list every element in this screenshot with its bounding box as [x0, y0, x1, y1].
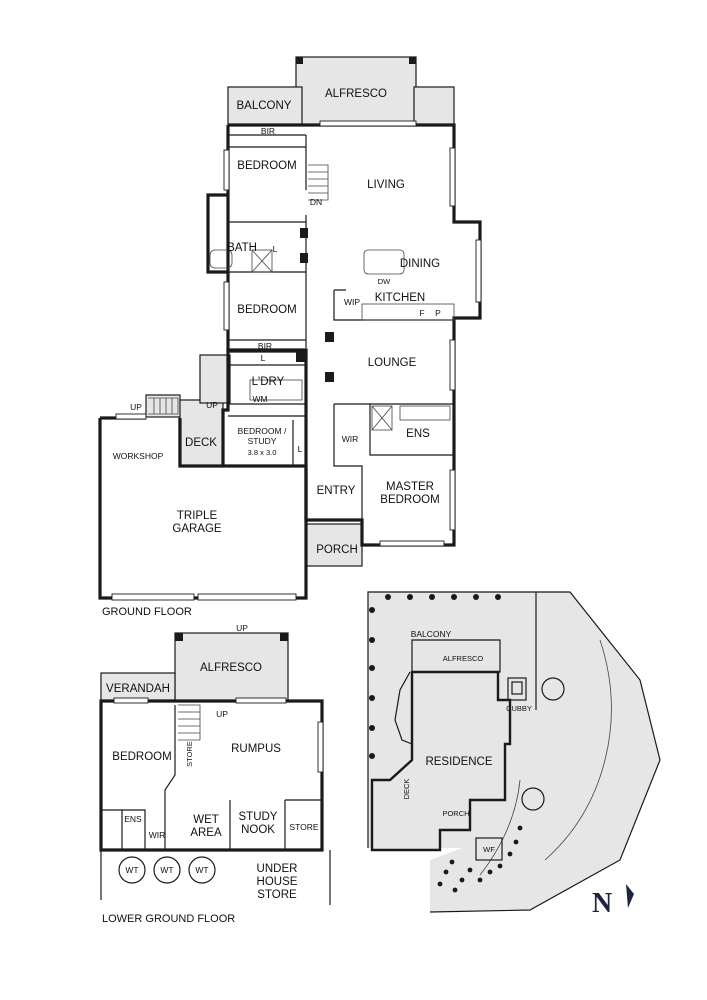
lower-floor-title: LOWER GROUND FLOOR	[102, 913, 235, 925]
site-balcony-label: BALCONY	[411, 629, 452, 639]
lower-up-stair-label: UP	[216, 709, 228, 719]
ground-bath-l-label: L	[273, 244, 278, 254]
lower-wet-label-1: WET	[193, 814, 219, 826]
alfresco-area	[295, 56, 417, 126]
lower-under-label-3: STORE	[257, 889, 297, 901]
site-cubby-label: CUBBY	[506, 704, 532, 713]
porch-area	[305, 523, 363, 567]
ground-bath-label: BATH	[227, 242, 257, 254]
ground-porch-label: PORCH	[316, 544, 358, 556]
ground-dw-label: DW	[378, 277, 391, 286]
lower-study-label-1: STUDY	[239, 811, 278, 823]
ground-laundry-label: L'DRY	[252, 376, 285, 388]
ground-kitchen-label: KITCHEN	[375, 292, 425, 304]
ground-study-size: 3.8 x 3.0	[248, 448, 277, 457]
ground-floor-plan: ALFRESCO BALCONY BIR BEDROOM LIVING DN B…	[98, 56, 482, 618]
ground-workshop-label: WORKSHOP	[113, 451, 164, 461]
site-plan: BALCONY ALFRESCO CUBBY RESIDENCE DECK PO…	[367, 591, 661, 913]
site-deck-label: DECK	[402, 779, 411, 800]
ground-entry-label: ENTRY	[317, 485, 356, 497]
lower-ens-label: ENS	[124, 814, 142, 824]
ground-p-label: P	[435, 308, 441, 318]
ground-wip-label: WIP	[344, 297, 360, 307]
lower-under-label-1: UNDER	[257, 863, 298, 875]
north-compass: N	[592, 884, 634, 919]
lower-up-top-label: UP	[236, 623, 248, 633]
ground-alfresco-label: ALFRESCO	[325, 88, 387, 100]
ground-bir-l-label: L	[261, 353, 266, 363]
lower-wt-label-1: WT	[125, 865, 138, 875]
lower-bedroom-label: BEDROOM	[112, 751, 171, 763]
ground-bedroom-mid-label: BEDROOM	[237, 304, 296, 316]
site-residence-label: RESIDENCE	[425, 756, 492, 768]
ground-study-l-label: L	[298, 444, 303, 454]
site-alfresco-label: ALFRESCO	[443, 654, 484, 663]
lower-ground-floor-plan: UP ALFRESCO VERANDAH UP BEDROOM STORE RU…	[99, 623, 331, 925]
ground-f-label: F	[419, 308, 424, 318]
lower-store-stair-label: STORE	[185, 741, 194, 767]
lower-verandah-label: VERANDAH	[106, 683, 170, 695]
ground-study-label-2: STUDY	[248, 436, 277, 446]
ground-lounge-label: LOUNGE	[368, 357, 417, 369]
ground-dining-label: DINING	[400, 258, 440, 270]
ground-up-deck-label: UP	[206, 400, 218, 410]
ground-outer-wall	[226, 123, 482, 547]
ground-study-label-1: BEDROOM /	[238, 426, 287, 436]
lower-wet-label-2: AREA	[190, 827, 222, 839]
lower-alfresco-area	[174, 632, 289, 702]
ground-wir-label: WIR	[342, 434, 359, 444]
ground-bedroom-top-label: BEDROOM	[237, 160, 296, 172]
ground-balcony-label: BALCONY	[237, 100, 292, 112]
balcony-area-right	[413, 86, 455, 126]
north-arrow-icon	[626, 884, 634, 908]
ground-living-label: LIVING	[367, 179, 405, 191]
ground-wm-label: WM	[252, 394, 267, 404]
lower-study-label-2: NOOK	[241, 824, 275, 836]
ground-garage-label-2: GARAGE	[172, 523, 222, 535]
workshop-stair	[145, 394, 181, 418]
ground-bir-top-label: BIR	[261, 126, 275, 136]
stair-landing	[199, 354, 231, 404]
lower-under-label-2: HOUSE	[257, 876, 298, 888]
site-porch-label: PORCH	[442, 809, 469, 818]
lower-wir-label: WIR	[149, 830, 166, 840]
lower-alfresco-label: ALFRESCO	[200, 662, 262, 674]
ground-ens-label: ENS	[406, 428, 430, 440]
lower-wt-label-3: WT	[195, 865, 208, 875]
north-letter: N	[592, 888, 612, 919]
lower-store-label: STORE	[289, 822, 318, 832]
verandah-area	[100, 672, 176, 702]
ground-master-label-2: BEDROOM	[380, 494, 439, 506]
ground-up-left-label: UP	[130, 402, 142, 412]
site-wf-label: WF	[483, 845, 495, 854]
balcony-area	[227, 86, 303, 126]
ground-deck-label: DECK	[185, 437, 217, 449]
ground-bir-mid-label: BIR	[258, 341, 272, 351]
ground-floor-title: GROUND FLOOR	[102, 606, 192, 618]
lower-rumpus-label: RUMPUS	[231, 743, 281, 755]
ground-dn-label: DN	[310, 197, 322, 207]
ground-garage-label-1: TRIPLE	[177, 510, 218, 522]
ground-master-label-1: MASTER	[386, 481, 434, 493]
lower-wt-label-2: WT	[160, 865, 173, 875]
